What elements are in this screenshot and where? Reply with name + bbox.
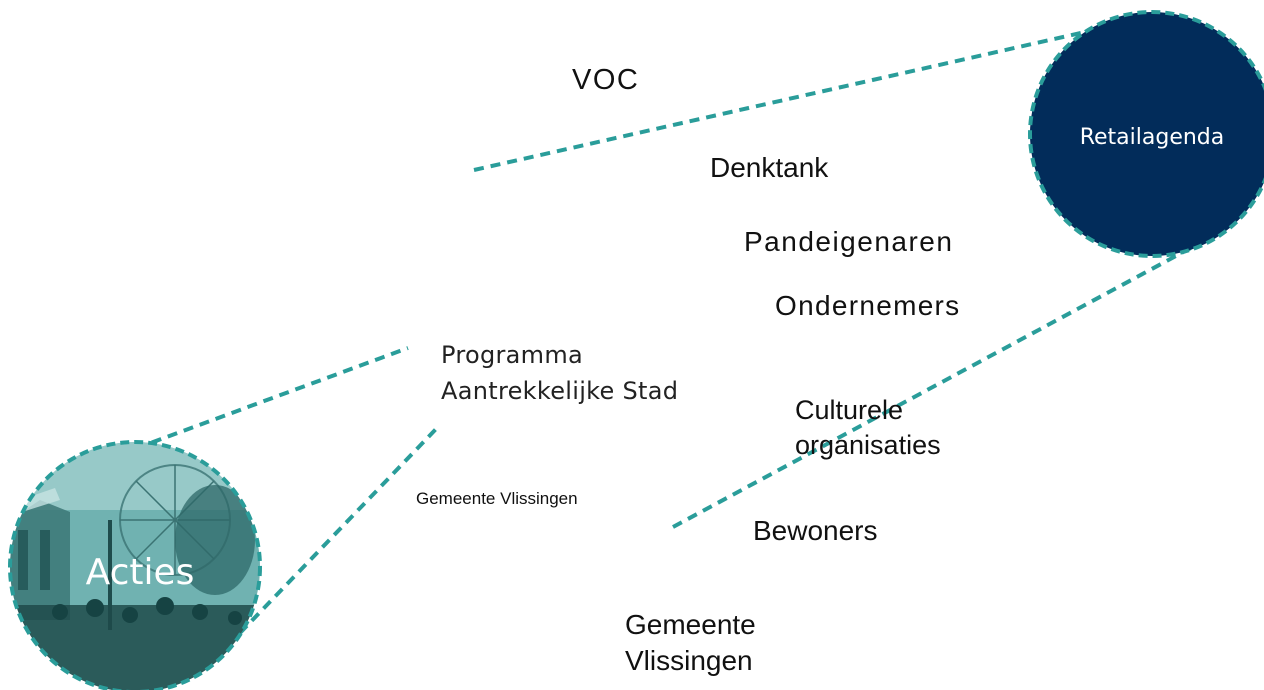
label-bewoners: Bewoners bbox=[753, 515, 878, 546]
label-denktank: Denktank bbox=[710, 152, 829, 183]
label-culturele-organisaties: Culturele organisaties bbox=[795, 393, 995, 462]
culturele-line-1: Culturele bbox=[795, 395, 904, 425]
label-gemeente-vlissingen-large: Gemeente Vlissingen bbox=[625, 607, 805, 679]
gemeente-line-2: Vlissingen bbox=[625, 644, 753, 676]
retailagenda-circle bbox=[1028, 10, 1264, 258]
connector-culturele-retail bbox=[672, 241, 1201, 529]
culturele-line-2: organisaties bbox=[795, 429, 941, 460]
gemeente-line-1: Gemeente bbox=[625, 609, 756, 640]
connector-acties-gemeente bbox=[238, 426, 439, 635]
programma-line-1: Programma bbox=[441, 341, 584, 369]
connector-voc-retail bbox=[473, 28, 1095, 172]
acties-node: Acties bbox=[8, 440, 262, 690]
label-ondernemers: Ondernemers bbox=[775, 290, 961, 321]
retailagenda-label: Retailagenda bbox=[1080, 125, 1225, 150]
label-gemeente-vlissingen-small: Gemeente Vlissingen bbox=[416, 489, 578, 508]
retailagenda-node: Retailagenda bbox=[1028, 10, 1264, 258]
label-pandeigenaren: Pandeigenaren bbox=[744, 226, 954, 257]
acties-circle-border bbox=[8, 440, 262, 690]
label-voc: VOC bbox=[572, 64, 640, 96]
acties-label: Acties bbox=[86, 552, 195, 593]
label-programma-aantrekkelijke-stad: Programma Aantrekkelijke Stad bbox=[441, 337, 678, 409]
programma-line-2: Aantrekkelijke Stad bbox=[441, 377, 679, 405]
